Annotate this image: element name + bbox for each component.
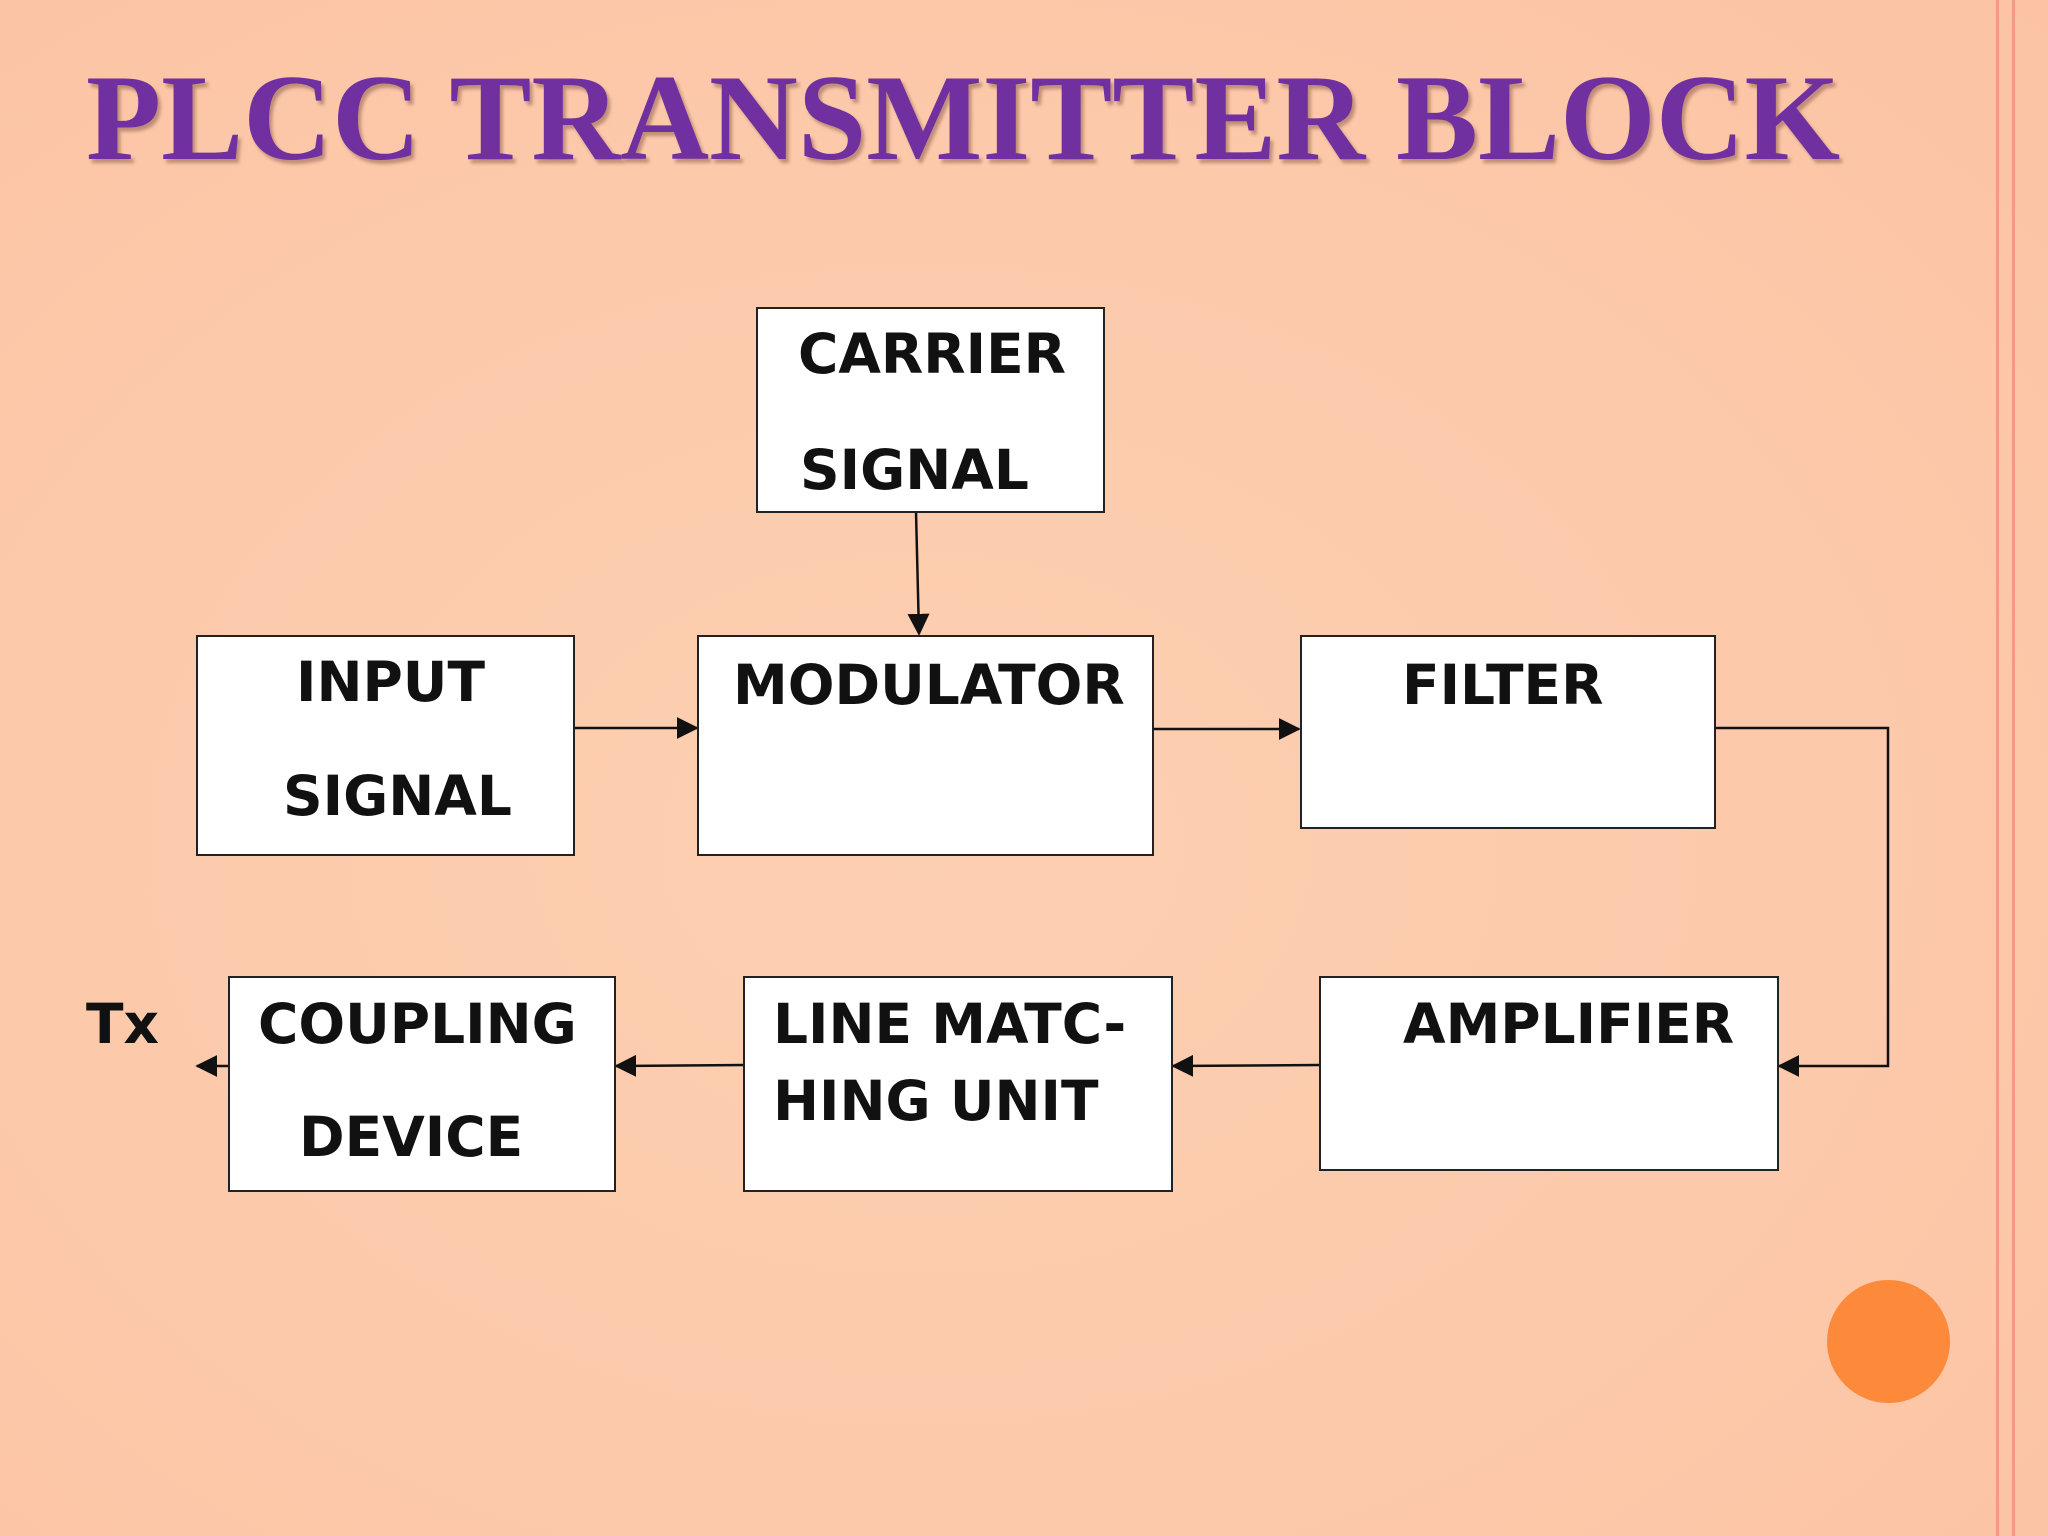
input-signal-label-line1: INPUT [296,650,485,714]
arrow-filter-to-amplifier [1716,726,1890,1077]
coupling-device-label-line1: COUPLING [258,992,577,1056]
coupling-device-block: COUPLING DEVICE [228,976,616,1192]
amplifier-block: AMPLIFIER [1319,976,1779,1171]
slide-border-line-left [1996,0,1999,1536]
slide-border-line-right [2012,0,2015,1536]
input-signal-block: INPUT SIGNAL [196,635,575,856]
input-signal-label-line2: SIGNAL [283,764,512,828]
amplifier-label: AMPLIFIER [1403,992,1734,1056]
tx-output-label: Tx [86,992,159,1056]
carrier-signal-block: CARRIER SIGNAL [756,307,1105,513]
arrow-line-matching-to-coupling [614,1054,745,1077]
arrow-amplifier-to-line-matching [1171,1054,1321,1077]
line-matching-unit-block: LINE MATC- HING UNIT [743,976,1173,1192]
decorative-circle [1827,1280,1950,1403]
line-matching-label-line1: LINE MATC- [773,992,1126,1056]
modulator-block: MODULATOR [697,635,1154,856]
line-matching-label-line2: HING UNIT [773,1069,1099,1133]
modulator-label: MODULATOR [733,653,1125,717]
slide-title: PLCC TRANSMITTER BLOCK [86,49,1841,186]
coupling-device-label-line2: DEVICE [299,1105,523,1169]
filter-block: FILTER [1300,635,1716,829]
carrier-signal-label-line1: CARRIER [798,322,1066,386]
filter-label: FILTER [1402,653,1603,717]
arrow-carrier-to-modulator [907,511,930,636]
carrier-signal-label-line2: SIGNAL [800,438,1029,502]
